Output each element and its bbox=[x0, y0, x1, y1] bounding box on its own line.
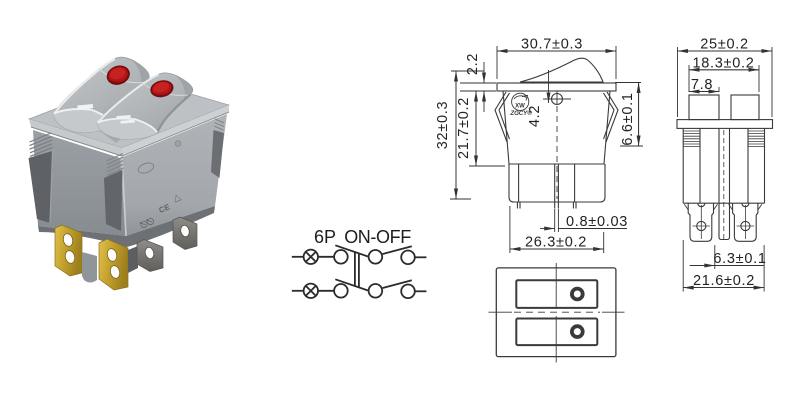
svg-text:ZGCY®: ZGCY® bbox=[509, 109, 532, 117]
svg-text:6.6±0.1: 6.6±0.1 bbox=[620, 92, 636, 145]
svg-text:21.7±0.2: 21.7±0.2 bbox=[456, 97, 472, 159]
svg-text:2.2: 2.2 bbox=[465, 53, 481, 75]
svg-text:ON-OFF: ON-OFF bbox=[344, 227, 411, 247]
svg-text:4.2: 4.2 bbox=[527, 105, 543, 127]
svg-text:21.6±0.2: 21.6±0.2 bbox=[693, 273, 755, 289]
svg-text:XW: XW bbox=[515, 104, 525, 110]
svg-text:0.8±0.03: 0.8±0.03 bbox=[566, 214, 628, 230]
svg-text:25±0.2: 25±0.2 bbox=[700, 37, 748, 53]
svg-text:6P: 6P bbox=[314, 227, 336, 247]
svg-text:△: △ bbox=[172, 191, 182, 203]
svg-text:CE: CE bbox=[158, 202, 172, 215]
svg-text:®: ® bbox=[529, 106, 532, 111]
svg-text:6.3±0.1: 6.3±0.1 bbox=[713, 251, 766, 267]
svg-text:32±0.3: 32±0.3 bbox=[435, 101, 451, 149]
svg-text:30.7±0.3: 30.7±0.3 bbox=[521, 37, 583, 53]
svg-text:26.3±0.2: 26.3±0.2 bbox=[525, 234, 587, 250]
svg-text:18.3±0.2: 18.3±0.2 bbox=[693, 55, 755, 71]
svg-text:7.8: 7.8 bbox=[691, 77, 713, 93]
